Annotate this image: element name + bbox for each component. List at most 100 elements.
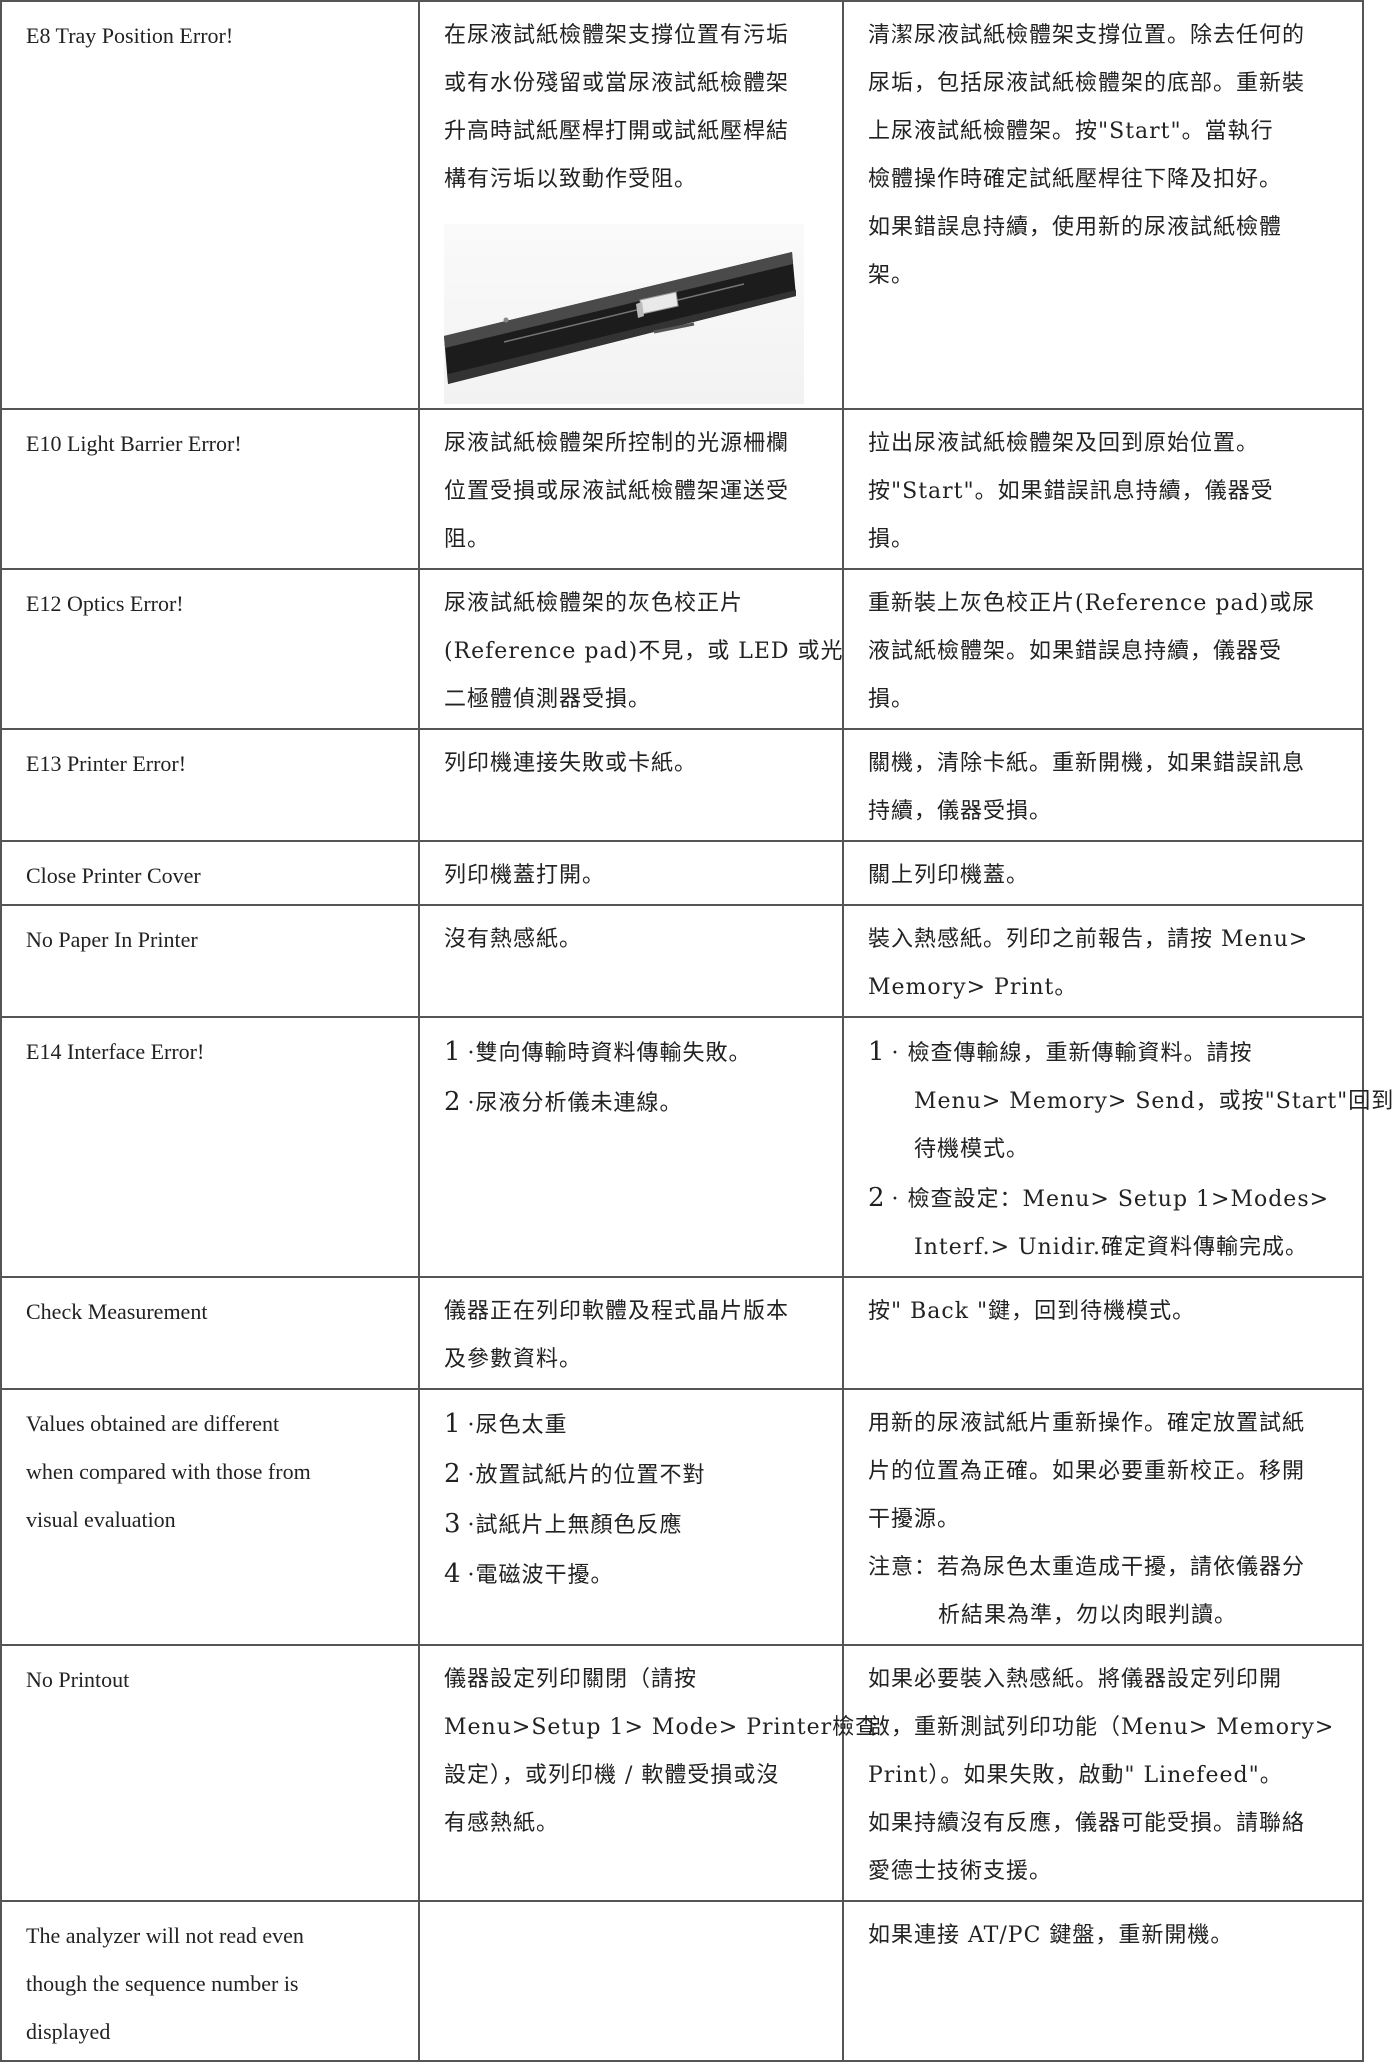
cause-cell: 列印機連接失敗或卡紙。 bbox=[418, 728, 844, 842]
solution-text: 上尿液試紙檢體架。按"Start"。當執行 bbox=[868, 119, 1274, 144]
table-row: E10 Light Barrier Error! 尿液試紙檢體架所控制的光源柵欄… bbox=[0, 408, 1364, 570]
cause-text: 在尿液試紙檢體架支撐位置有污垢 bbox=[444, 23, 790, 48]
solution-list-item: 2· 檢查設定：Menu> Setup 1>Modes> bbox=[868, 1183, 1330, 1213]
solution-text: 裝入熱感紙。列印之前報告，請按 Menu> bbox=[868, 927, 1309, 952]
solution-cell: 用新的尿液試紙片重新操作。確定放置試紙 片的位置為正確。如果必要重新校正。移開 … bbox=[842, 1388, 1364, 1646]
error-message-cell: No Paper In Printer bbox=[0, 904, 420, 1018]
error-message-cell: E13 Printer Error! bbox=[0, 728, 420, 842]
error-message-cell: E12 Optics Error! bbox=[0, 568, 420, 730]
solution-cell: 如果必要裝入熱感紙。將儀器設定列印開 啟，重新測試列印功能（Menu> Memo… bbox=[842, 1644, 1364, 1902]
solution-text: 持續，儀器受損。 bbox=[868, 799, 1053, 824]
cause-list-item: 4·電磁波干擾。 bbox=[444, 1559, 614, 1589]
cause-text: 列印機連接失敗或卡紙。 bbox=[444, 751, 698, 776]
cause-text: 儀器正在列印軟體及程式晶片版本 bbox=[444, 1299, 790, 1324]
cause-text: 或有水份殘留或當尿液試紙檢體架 bbox=[444, 71, 790, 96]
solution-text: 檢體操作時確定試紙壓桿往下降及扣好。 bbox=[868, 167, 1283, 192]
error-message: when compared with those from bbox=[26, 1459, 311, 1484]
solution-text: 尿垢，包括尿液試紙檢體架的底部。重新裝 bbox=[868, 71, 1306, 96]
cause-text: 二極體偵測器受損。 bbox=[444, 687, 652, 712]
error-message-cell: E14 Interface Error! bbox=[0, 1016, 420, 1278]
cause-text: 沒有熱感紙。 bbox=[444, 927, 583, 952]
cause-text: Menu>Setup 1> Mode> Printer檢查 bbox=[444, 1715, 879, 1740]
cause-list-item: 1·尿色太重 bbox=[444, 1409, 568, 1439]
error-message: No Paper In Printer bbox=[26, 927, 198, 952]
error-message-cell: No Printout bbox=[0, 1644, 420, 1902]
cause-cell bbox=[418, 1900, 844, 2062]
solution-text: 待機模式。 bbox=[914, 1137, 1030, 1162]
error-message-cell: Check Measurement bbox=[0, 1276, 420, 1390]
cause-text: 儀器設定列印關閉（請按 bbox=[444, 1667, 698, 1692]
error-message: E10 Light Barrier Error! bbox=[26, 431, 242, 456]
cause-text: 尿液試紙檢體架的灰色校正片 bbox=[444, 591, 744, 616]
solution-text: 如果連接 AT/PC 鍵盤，重新開機。 bbox=[868, 1923, 1234, 1948]
solution-text: 關機，清除卡紙。重新開機，如果錯誤訊息 bbox=[868, 751, 1306, 776]
error-message: E8 Tray Position Error! bbox=[26, 23, 234, 48]
error-message: The analyzer will not read even bbox=[26, 1923, 304, 1948]
table-row: E14 Interface Error! 1·雙向傳輸時資料傳輸失敗。 2·尿液… bbox=[0, 1016, 1394, 1278]
solution-text: 按"Start"。如果錯誤訊息持續，儀器受 bbox=[868, 479, 1274, 504]
solution-text: 干擾源。 bbox=[868, 1507, 961, 1532]
solution-text: Interf.> Unidir.確定資料傳輸完成。 bbox=[914, 1235, 1308, 1260]
solution-cell: 清潔尿液試紙檢體架支撐位置。除去任何的 尿垢，包括尿液試紙檢體架的底部。重新裝 … bbox=[842, 0, 1364, 410]
cause-cell: 1·尿色太重 2·放置試紙片的位置不對 3·試紙片上無顏色反應 4·電磁波干擾。 bbox=[418, 1388, 844, 1646]
table-row: Close Printer Cover 列印機蓋打開。 關上列印機蓋。 bbox=[0, 840, 1364, 906]
cause-cell: 1·雙向傳輸時資料傳輸失敗。 2·尿液分析儀未連線。 bbox=[418, 1016, 844, 1278]
cause-list-item: 1·雙向傳輸時資料傳輸失敗。 bbox=[444, 1037, 752, 1067]
cause-text: 列印機蓋打開。 bbox=[444, 863, 606, 888]
table-row: E12 Optics Error! 尿液試紙檢體架的灰色校正片 (Referen… bbox=[0, 568, 1364, 730]
solution-text: 損。 bbox=[868, 527, 915, 552]
error-message-cell: E8 Tray Position Error! bbox=[0, 0, 420, 410]
cause-text: 及參數資料。 bbox=[444, 1347, 583, 1372]
cause-cell: 在尿液試紙檢體架支撐位置有污垢 或有水份殘留或當尿液試紙檢體架 升高時試紙壓桿打… bbox=[418, 0, 844, 410]
solution-text: 用新的尿液試紙片重新操作。確定放置試紙 bbox=[868, 1411, 1306, 1436]
table-row: E13 Printer Error! 列印機連接失敗或卡紙。 關機，清除卡紙。重… bbox=[0, 728, 1364, 842]
cause-text: 有感熱紙。 bbox=[444, 1811, 560, 1836]
solution-text: 如果必要裝入熱感紙。將儀器設定列印開 bbox=[868, 1667, 1283, 1692]
table-row: E8 Tray Position Error! 在尿液試紙檢體架支撐位置有污垢 … bbox=[0, 0, 1364, 410]
table-row: No Printout 儀器設定列印關閉（請按 Menu>Setup 1> Mo… bbox=[0, 1644, 1364, 1902]
error-message: E13 Printer Error! bbox=[26, 751, 187, 776]
test-strip-tray-photo bbox=[444, 224, 804, 404]
error-message-cell: Values obtained are different when compa… bbox=[0, 1388, 420, 1646]
cause-list-item: 2·放置試紙片的位置不對 bbox=[444, 1459, 706, 1489]
solution-cell: 重新裝上灰色校正片(Reference pad)或尿 液試紙檢體架。如果錯誤息持… bbox=[842, 568, 1364, 730]
cause-text: 位置受損或尿液試紙檢體架運送受 bbox=[444, 479, 790, 504]
table-row: The analyzer will not read even though t… bbox=[0, 1900, 1364, 2062]
cause-cell: 儀器正在列印軟體及程式晶片版本 及參數資料。 bbox=[418, 1276, 844, 1390]
solution-text: 愛德士技術支援。 bbox=[868, 1859, 1053, 1884]
cause-cell: 儀器設定列印關閉（請按 Menu>Setup 1> Mode> Printer檢… bbox=[418, 1644, 879, 1902]
solution-text: Print）。如果失敗，啟動" Linefeed"。 bbox=[868, 1763, 1283, 1788]
solution-text: 如果錯誤息持續，使用新的尿液試紙檢體 bbox=[868, 215, 1283, 240]
solution-text: 拉出尿液試紙檢體架及回到原始位置。 bbox=[868, 431, 1260, 456]
solution-cell: 拉出尿液試紙檢體架及回到原始位置。 按"Start"。如果錯誤訊息持續，儀器受 … bbox=[842, 408, 1364, 570]
error-message: though the sequence number is bbox=[26, 1971, 299, 1996]
note-text: 析結果為準，勿以肉眼判讀。 bbox=[938, 1603, 1238, 1628]
solution-cell: 關上列印機蓋。 bbox=[842, 840, 1364, 906]
cause-cell: 列印機蓋打開。 bbox=[418, 840, 844, 906]
cause-text: 設定），或列印機 / 軟體受損或沒 bbox=[444, 1763, 780, 1788]
cause-list-item: 3·試紙片上無顏色反應 bbox=[444, 1509, 683, 1539]
test-strip-tray-image bbox=[444, 252, 796, 384]
table-row: No Paper In Printer 沒有熱感紙。 裝入熱感紙。列印之前報告，… bbox=[0, 904, 1364, 1018]
solution-cell: 1· 檢查傳輸線，重新傳輸資料。請按 Menu> Memory> Send，或按… bbox=[842, 1016, 1394, 1278]
table-row: Values obtained are different when compa… bbox=[0, 1388, 1364, 1646]
error-message: E14 Interface Error! bbox=[26, 1039, 205, 1064]
solution-text: 如果持續沒有反應，儀器可能受損。請聯絡 bbox=[868, 1811, 1306, 1836]
solution-cell: 如果連接 AT/PC 鍵盤，重新開機。 bbox=[842, 1900, 1364, 2062]
solution-cell: 按" Back "鍵，回到待機模式。 bbox=[842, 1276, 1364, 1390]
error-message: visual evaluation bbox=[26, 1507, 176, 1532]
solution-cell: 裝入熱感紙。列印之前報告，請按 Menu> Memory> Print。 bbox=[842, 904, 1364, 1018]
solution-text: Memory> Print。 bbox=[868, 975, 1078, 1000]
error-message-cell: The analyzer will not read even though t… bbox=[0, 1900, 420, 2062]
cause-text: 升高時試紙壓桿打開或試紙壓桿結 bbox=[444, 119, 790, 144]
solution-text: 液試紙檢體架。如果錯誤息持續，儀器受 bbox=[868, 639, 1283, 664]
solution-list-item: 1· 檢查傳輸線，重新傳輸資料。請按 bbox=[868, 1037, 1253, 1067]
solution-text: 重新裝上灰色校正片(Reference pad)或尿 bbox=[868, 591, 1316, 616]
cause-text: 尿液試紙檢體架所控制的光源柵欄 bbox=[444, 431, 790, 456]
error-message: No Printout bbox=[26, 1667, 130, 1692]
cause-text: 構有污垢以致動作受阻。 bbox=[444, 167, 698, 192]
error-message-cell: Close Printer Cover bbox=[0, 840, 420, 906]
solution-text: Menu> Memory> Send，或按"Start"回到 bbox=[914, 1089, 1394, 1114]
table-row: Check Measurement 儀器正在列印軟體及程式晶片版本 及參數資料。… bbox=[0, 1276, 1364, 1390]
